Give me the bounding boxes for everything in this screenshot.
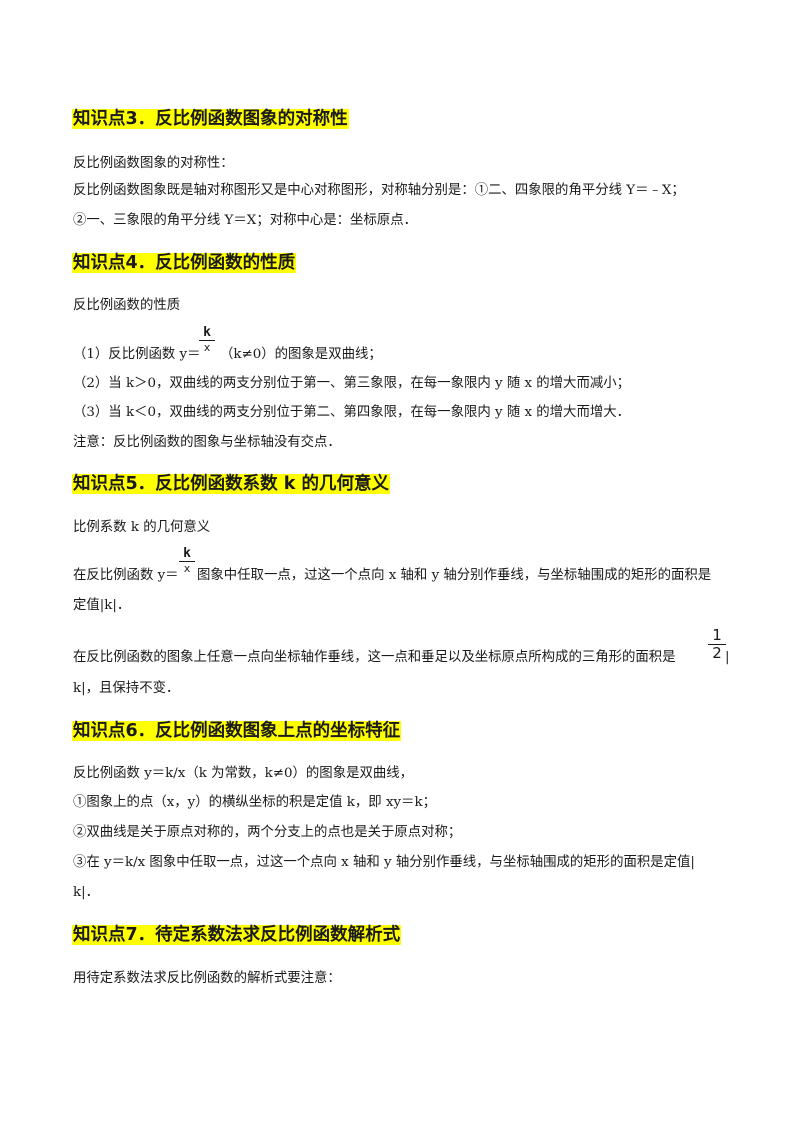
fraction-numerator: k xyxy=(183,546,191,561)
paragraph-line: （3）当 k＜0，双曲线的两支分别位于第二、第四象限，在每一象限内 y 随 x … xyxy=(73,405,631,420)
paragraph-line: （1）反比例函数 y＝ xyxy=(73,347,201,362)
section-heading-6: 知识点6．反比例函数图象上点的坐标特征 xyxy=(72,719,402,743)
heading-highlight: 知识点4．反比例函数的性质 xyxy=(72,253,297,273)
paragraph-line: （2）当 k＞0，双曲线的两支分别位于第一、第三象限，在每一象限内 y 随 x … xyxy=(73,376,631,391)
paragraph-line: ②一、三象限的角平分线 Y＝X；对称中心是：坐标原点． xyxy=(73,213,418,228)
paragraph-line: 反比例函数图象的对称性： xyxy=(73,156,234,171)
paragraph-line: ②双曲线是关于原点对称的，两个分支上的点也是关于原点对称； xyxy=(73,825,462,840)
paragraph-line: k|． xyxy=(73,885,100,900)
paragraph-line: 反比例函数 y＝k/x（k 为常数，k≠0）的图象是双曲线， xyxy=(73,766,414,781)
paragraph-line: 图象中任取一点，过这一个点向 x 轴和 y 轴分别作垂线，与坐标轴围成的矩形的面… xyxy=(197,568,712,583)
paragraph-line: ①图象上的点（x，y）的横纵坐标的积是定值 k，即 xy＝k； xyxy=(73,795,436,810)
paragraph-line: 反比例函数图象既是轴对称图形又是中心对称图形，对称轴分别是：①二、四象限的角平分… xyxy=(73,183,685,198)
paragraph-line: （k≠0）的图象是双曲线； xyxy=(220,347,382,362)
paragraph-line: 注意：反比例函数的图象与坐标轴没有交点． xyxy=(73,435,341,450)
fraction-denominator: 2 xyxy=(712,644,722,662)
section-heading-5: 知识点5．反比例函数系数 k 的几何意义 xyxy=(72,472,390,496)
fraction-k-over-x: k x xyxy=(199,326,215,353)
heading-highlight: 知识点5．反比例函数系数 k 的几何意义 xyxy=(72,474,390,494)
fraction-one-half: 1 2 xyxy=(708,628,726,661)
paragraph-line: 定值|k|． xyxy=(73,598,131,613)
fraction-numerator: 1 xyxy=(712,626,722,644)
section-heading-3: 知识点3．反比例函数图象的对称性 xyxy=(72,107,349,131)
fraction-k-over-x: k x xyxy=(179,547,195,574)
heading-highlight: 知识点3．反比例函数图象的对称性 xyxy=(72,109,349,129)
fraction-denominator: x xyxy=(203,341,211,354)
paragraph-line: ③在 y＝k/x 图象中任取一点，过这一个点向 x 轴和 y 轴分别作垂线，与坐… xyxy=(73,855,695,870)
fraction-bar xyxy=(708,644,726,645)
paragraph-line: 在反比例函数 y＝ xyxy=(73,568,179,583)
paragraph-line: 用待定系数法求反比例函数的解析式要注意： xyxy=(73,971,341,986)
paragraph-line: 在反比例函数的图象上任意一点向坐标轴作垂线，这一点和垂足以及坐标原点所构成的三角… xyxy=(73,650,676,665)
fraction-denominator: x xyxy=(183,562,191,575)
heading-highlight: 知识点6．反比例函数图象上点的坐标特征 xyxy=(72,721,402,741)
section-heading-7: 知识点7．待定系数法求反比例函数解析式 xyxy=(72,923,402,947)
paragraph-line: k|，且保持不变． xyxy=(73,681,180,696)
paragraph-line: 反比例函数的性质 xyxy=(73,298,181,313)
section-heading-4: 知识点4．反比例函数的性质 xyxy=(72,251,297,275)
fraction-numerator: k xyxy=(203,325,211,340)
heading-highlight: 知识点7．待定系数法求反比例函数解析式 xyxy=(72,925,402,945)
paragraph-line: 比例系数 k 的几何意义 xyxy=(73,520,211,535)
fraction-bar xyxy=(179,561,195,562)
fraction-bar xyxy=(199,340,215,341)
paragraph-line: | xyxy=(725,650,730,665)
